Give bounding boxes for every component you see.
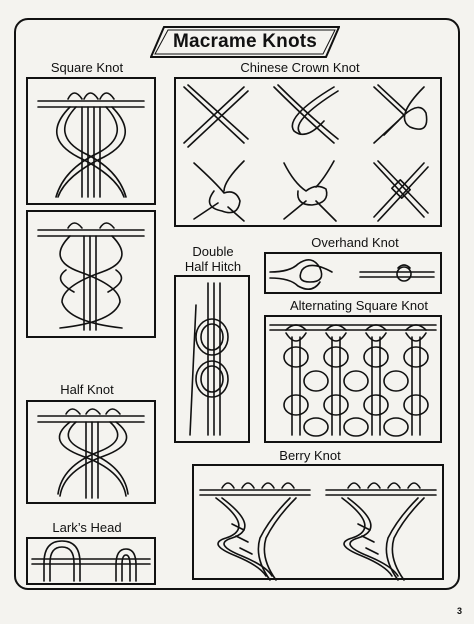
square-knot-panel-top [26,77,156,205]
chinese-crown-knot-panel [174,77,442,227]
overhand-knot-illustration [269,259,435,290]
square-knot-illustration-top [37,92,145,198]
title-banner [150,26,340,58]
alternating-square-knot-illustration [269,324,437,437]
label-double-half-hitch: Double Half Hitch [184,244,242,274]
square-knot-panel-bottom [26,210,156,338]
berry-knot-illustration [199,482,437,581]
label-half-knot: Half Knot [60,382,114,397]
label-chinese-crown-knot: Chinese Crown Knot [240,60,360,75]
chinese-crown-knot-illustration [183,84,429,222]
label-square-knot: Square Knot [50,60,124,75]
overhand-knot-panel [264,252,442,294]
larks-head-panel [26,537,156,585]
berry-knot-panel [192,464,444,580]
page-title: Macrame Knots [172,31,318,52]
half-knot-illustration [37,408,145,499]
alternating-square-knot-panel [264,315,442,443]
page-frame [14,18,460,590]
label-larks-head: Lark’s Head [52,520,122,535]
label-overhand-knot: Overhand Knot [311,235,399,250]
larks-head-illustration [31,540,151,582]
label-alternating-square-knot: Alternating Square Knot [289,298,429,313]
label-berry-knot: Berry Knot [279,448,341,463]
half-knot-panel [26,400,156,504]
double-half-hitch-illustration [189,282,229,436]
page-number: 3 [456,606,462,616]
square-knot-illustration-bottom [37,222,145,331]
double-half-hitch-panel [174,275,250,443]
